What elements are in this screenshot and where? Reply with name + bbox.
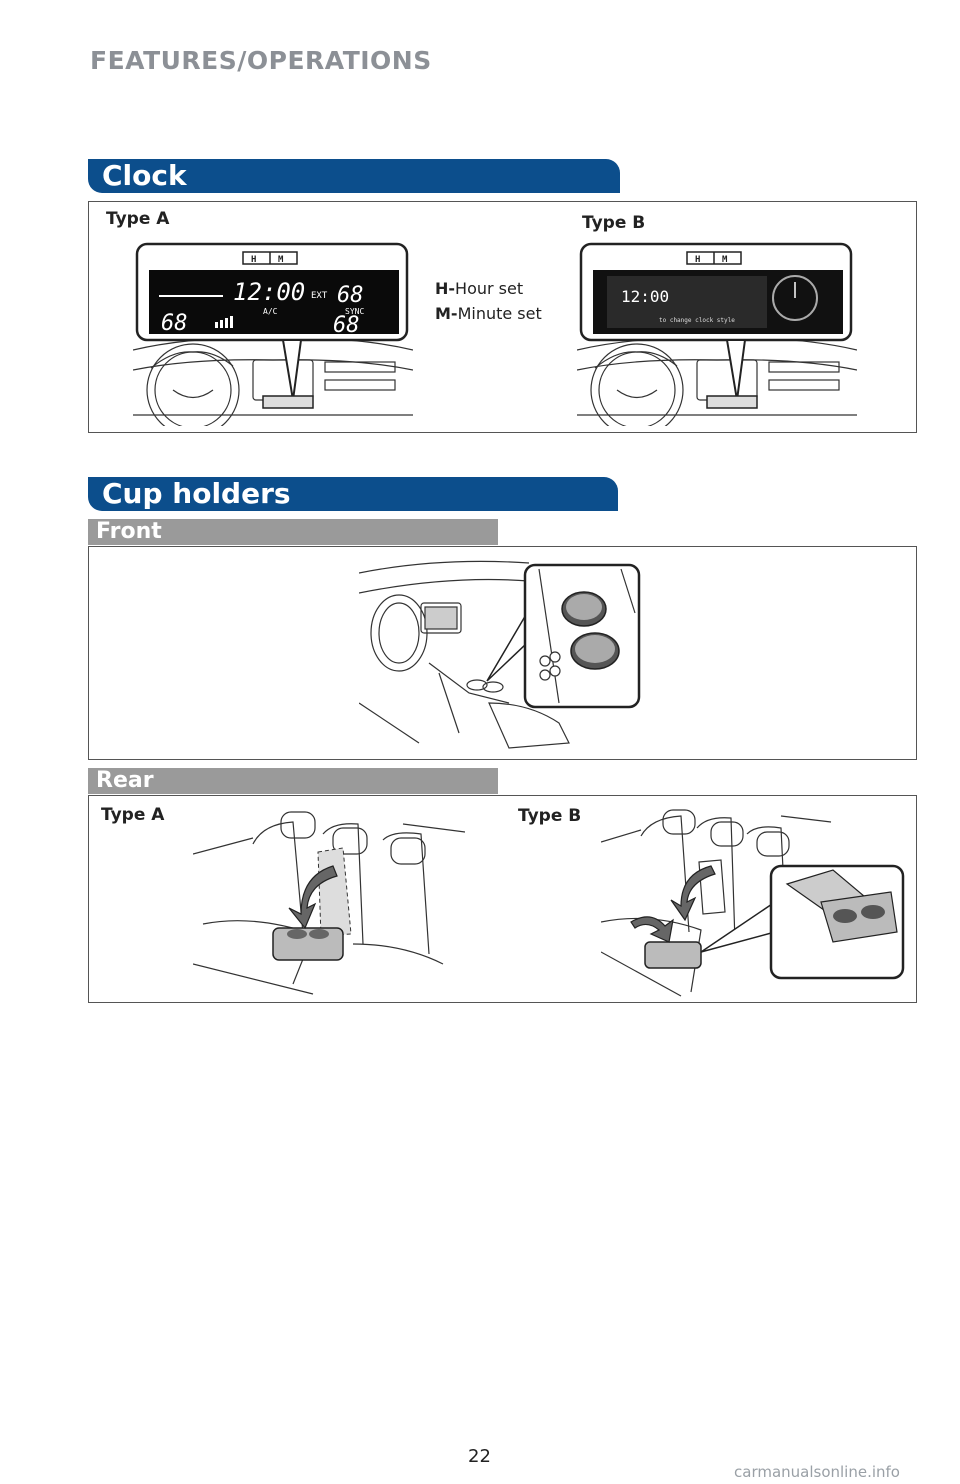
legend-hour: H-Hour set	[435, 279, 524, 298]
svg-text:68: 68	[337, 283, 364, 308]
rear-type-a-illustration	[193, 811, 465, 995]
rear-type-a-label: Type A	[101, 805, 165, 825]
clock-hm-buttons-b: H M	[686, 251, 742, 265]
clock-panel: Type A Type B H-Hour set M-Minute set H	[88, 201, 917, 433]
clock-type-a-label: Type A	[106, 209, 170, 229]
front-subbar: Front	[88, 519, 498, 545]
svg-text:H: H	[251, 255, 256, 265]
svg-text:EXT: EXT	[311, 291, 328, 301]
page-number: 22	[468, 1446, 491, 1467]
clock-legend: H-Hour set M-Minute set	[435, 276, 542, 326]
svg-text:M: M	[278, 255, 284, 265]
front-panel	[88, 546, 917, 760]
svg-text:H: H	[695, 255, 700, 265]
clock-type-a-illustration: H M 12:00 EXT 68 68 A/C SYNC 68	[133, 242, 413, 426]
svg-text:12:00: 12:00	[621, 287, 669, 306]
svg-text:SYNC: SYNC	[345, 307, 364, 316]
cup-holders-banner: Cup holders	[88, 477, 618, 511]
rear-type-b-label: Type B	[518, 806, 582, 826]
svg-text:68: 68	[333, 313, 360, 338]
clock-type-b-label: Type B	[582, 213, 646, 233]
rear-type-b-illustration	[601, 809, 905, 997]
svg-text:M: M	[722, 255, 728, 265]
rear-panel: Type A Type B	[88, 795, 917, 1003]
clock-banner: Clock	[88, 159, 620, 193]
svg-text:68: 68	[161, 311, 188, 336]
clock-hm-buttons-a: H M	[242, 251, 298, 265]
rear-subbar: Rear	[88, 768, 498, 794]
legend-minute: M-Minute set	[435, 304, 542, 323]
svg-text:to change clock style: to change clock style	[659, 317, 735, 324]
svg-text:12:00: 12:00	[233, 278, 305, 306]
section-header: FEATURES/OPERATIONS	[90, 46, 432, 75]
svg-text:A/C: A/C	[263, 307, 278, 316]
front-cup-holders-illustration	[359, 560, 641, 749]
watermark: carmanualsonline.info	[734, 1463, 900, 1481]
clock-type-b-illustration: H M 12:00 to change clock style	[577, 242, 857, 426]
